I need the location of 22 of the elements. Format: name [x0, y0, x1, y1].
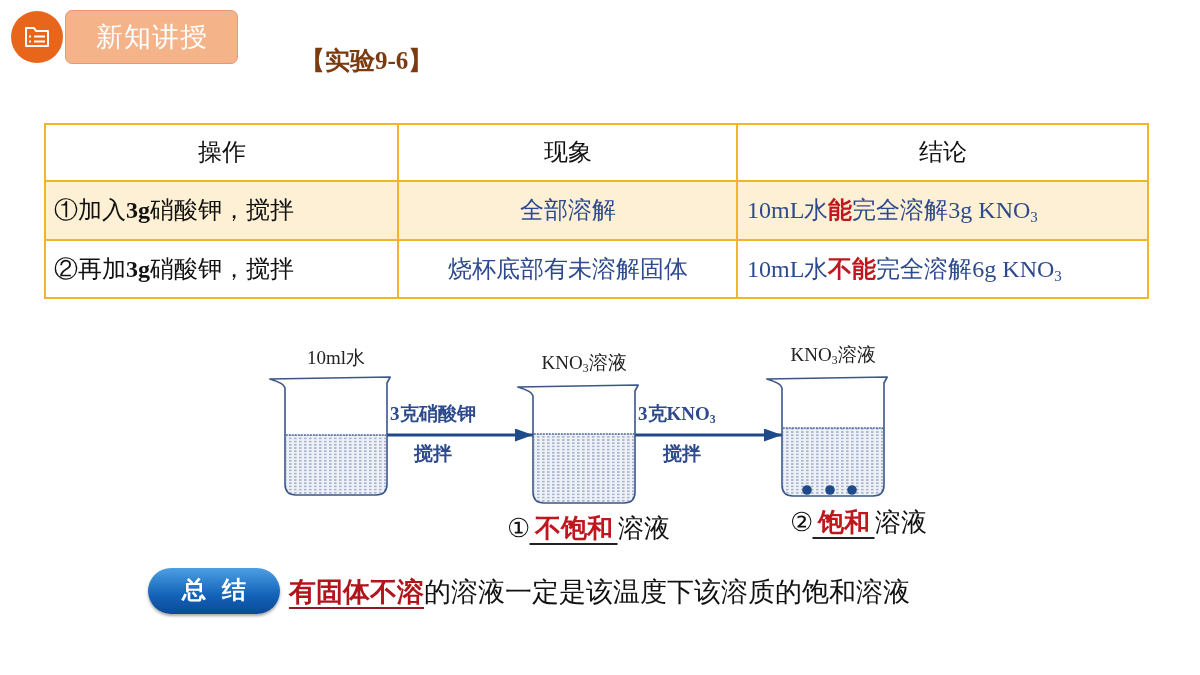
table-cell: 全部溶解	[397, 180, 738, 241]
section-tab: 新知讲授	[65, 10, 238, 64]
edge-label: 3克KNO$_{3}$	[638, 402, 716, 427]
table-cell: 10mL水不能完全溶解6g KNO$_{3}$	[736, 239, 1149, 299]
beaker-label: 10ml水	[306, 346, 366, 370]
beaker-caption: ②饱和溶液	[789, 507, 927, 541]
arrow	[387, 428, 533, 442]
beaker-label: KNO$_{3}$溶液	[790, 343, 876, 368]
arrow	[635, 428, 782, 442]
arrow-caption: 搅拌	[663, 442, 701, 466]
edge-label: 3克硝酸钾	[390, 402, 476, 426]
experiment-title: 【实验9-6】	[300, 46, 434, 76]
summary-badge: 总结	[148, 568, 280, 614]
header-cell: 操作	[44, 123, 399, 182]
beaker-caption: ①不饱和溶液	[506, 513, 670, 547]
beaker-label: KNO$_{3}$溶液	[541, 351, 627, 376]
table-cell: ①加入3g硝酸钾，搅拌	[44, 180, 399, 241]
header-cell: 结论	[736, 123, 1149, 182]
table-cell: ②再加3g硝酸钾，搅拌	[44, 239, 399, 299]
arrow-caption: 搅拌	[414, 442, 452, 466]
table-cell: 10mL水能完全溶解3g KNO$_{3}$	[736, 180, 1149, 241]
summary-text: 有固体不溶的溶液一定是该温度下该溶质的饱和溶液	[289, 576, 910, 611]
